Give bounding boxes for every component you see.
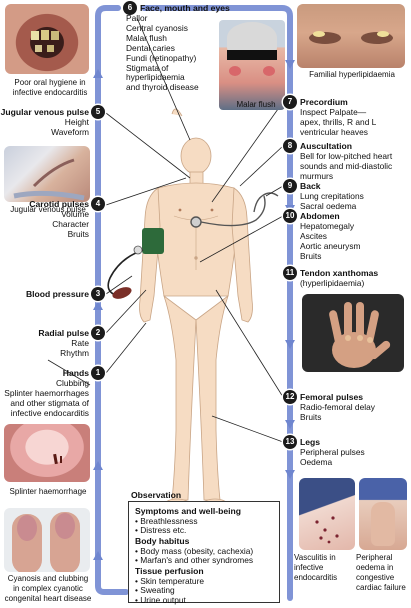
jugular-venous-pulse-photo [4, 146, 90, 202]
left-cheek-flush [229, 66, 241, 76]
figure-nipples [178, 208, 214, 212]
eyes-illustration [309, 31, 393, 44]
step-detail-face-mouth-eyes: Pallor Central cyanosis Malar flush Dent… [126, 13, 199, 93]
observation-section-tissue-perfusion: Tissue perfusion • Skin temperature • Sw… [135, 566, 205, 605]
step-marker-9: 9 [283, 179, 297, 193]
observation-section-symptoms: Symptoms and well-being • Breathlessness… [135, 506, 242, 536]
step-marker-8: 8 [283, 139, 297, 153]
step-marker-1: 1 [91, 366, 105, 380]
step-marker-7: 7 [283, 95, 297, 109]
step-marker-13: 13 [283, 435, 297, 449]
flow-arrowheads [93, 60, 295, 560]
fingers-illustration [12, 512, 80, 572]
step-label-back: Back Lung crepitations Sacral oedema [300, 181, 364, 211]
right-cheek-flush [263, 66, 275, 76]
hand-illustration [329, 302, 391, 368]
step-marker-12: 12 [283, 390, 297, 404]
step-marker-11: 11 [283, 266, 297, 280]
peripheral-oedema-photo [359, 478, 407, 550]
malar-flush-photo [219, 20, 285, 110]
step-label-jugular-venous-pulse: Jugular venous pulse Height Waveform [0, 107, 89, 137]
splinter-mark [53, 453, 58, 465]
step-detail-hands: Clubbing Splinter haemorrhages and other… [4, 378, 89, 418]
step-marker-5: 5 [91, 105, 105, 119]
step-label-femoral-pulses: Femoral pulses Radio-femoral delay Bruit… [300, 392, 375, 422]
caption-jvp: Jugular venous pulse [10, 205, 86, 214]
familial-hyperlipidaemia-photo [297, 4, 405, 68]
step-label-abdomen: Abdomen Hepatomegaly Ascites Aortic aneu… [300, 211, 361, 261]
splinter-mark [60, 456, 62, 463]
neck-illustration [13, 158, 85, 201]
clubbing-photo [4, 508, 90, 572]
splinter-haemorrhage-photo [4, 424, 90, 482]
oral-hygiene-photo [5, 4, 89, 74]
vasculitis-photo [299, 478, 355, 550]
vasculitis-spots [315, 516, 339, 544]
observation-title: Observation [131, 490, 182, 500]
step-marker-6: 6 [123, 1, 137, 15]
step-label-blood-pressure: Blood pressure [25, 289, 89, 299]
blood-pressure-cuff [107, 228, 164, 299]
step-label-legs: Legs Peripheral pulses Oedema [300, 437, 365, 467]
step-label-radial-pulse: Radial pulse Rate Rhythm [38, 328, 89, 358]
swollen-leg-shape [371, 502, 395, 546]
step-label-tendon-xanthomas: Tendon xanthomas (hyperlipidaemia) [300, 268, 379, 288]
step-label-carotid-pulses: Carotid pulses Volume Character Bruits [29, 199, 89, 239]
human-figure [139, 108, 253, 510]
step-marker-3: 3 [91, 287, 105, 301]
step-label-auscultation: Auscultation Bell for low-pitched heart … [300, 141, 393, 181]
tendon-xanthoma-photo [302, 294, 404, 372]
hair-shape [227, 22, 277, 54]
observation-box: Symptoms and well-being • Breathlessness… [128, 501, 280, 605]
stethoscope [190, 192, 279, 228]
step-label-precordium: Precordium Inspect Palpate— apex, thrill… [300, 97, 377, 137]
step-marker-10: 10 [283, 209, 297, 223]
step-marker-4: 4 [91, 197, 105, 211]
eye-bar [227, 50, 277, 60]
caption-splinter-haemorrhage: Splinter haemorrhage [9, 487, 87, 496]
caption-malar-flush: Malar flush [236, 100, 276, 109]
pointer-lines [47, 17, 284, 443]
step-label-hands: Hands [62, 368, 89, 378]
step-label-face-mouth-eyes: Face, mouth and eyes [140, 3, 230, 13]
teeth-illustration [31, 30, 59, 52]
caption-familial-hyperlipidaemia: Familial hyperlipidaemia [309, 70, 395, 79]
observation-section-body-habitus: Body habitus • Body mass (obesity, cache… [135, 536, 254, 566]
step-marker-2: 2 [91, 326, 105, 340]
